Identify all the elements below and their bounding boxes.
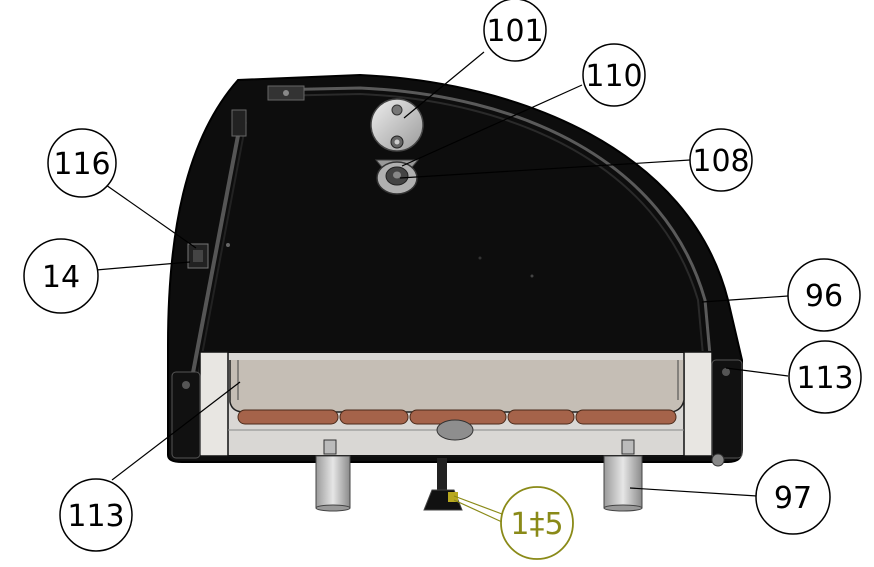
svg-text:1‡5: 1‡5 <box>510 507 563 542</box>
callout-116: 116 <box>47 128 117 198</box>
svg-text:96: 96 <box>805 279 843 314</box>
callout-113-left: 113 <box>59 478 133 552</box>
callout-115: 1‡5 <box>500 486 574 560</box>
callout-101: 101 <box>483 0 547 62</box>
svg-text:110: 110 <box>585 59 642 94</box>
callout-14: 14 <box>23 238 99 314</box>
side-brackets <box>171 359 743 467</box>
callout-96: 96 <box>787 258 861 332</box>
svg-text:14: 14 <box>42 260 80 295</box>
callout-97: 97 <box>755 459 831 535</box>
svg-text:97: 97 <box>774 481 812 516</box>
center-stand <box>423 458 463 511</box>
latch-part-14 <box>187 243 230 269</box>
heating-rollers <box>237 409 677 441</box>
foot-left <box>315 439 351 512</box>
svg-text:108: 108 <box>692 144 749 179</box>
foot-right <box>603 439 643 512</box>
svg-text:101: 101 <box>486 14 543 49</box>
callout-110: 110 <box>582 43 646 107</box>
panel-dots <box>478 256 534 278</box>
leader-lines <box>95 51 789 497</box>
svg-text:113: 113 <box>67 499 124 534</box>
callout-108: 108 <box>689 128 753 192</box>
leader-lines-highlight <box>453 495 503 523</box>
svg-text:113: 113 <box>796 361 853 396</box>
knob-part-101 <box>370 98 424 152</box>
callout-113-right: 113 <box>788 340 862 414</box>
svg-text:116: 116 <box>53 147 110 182</box>
